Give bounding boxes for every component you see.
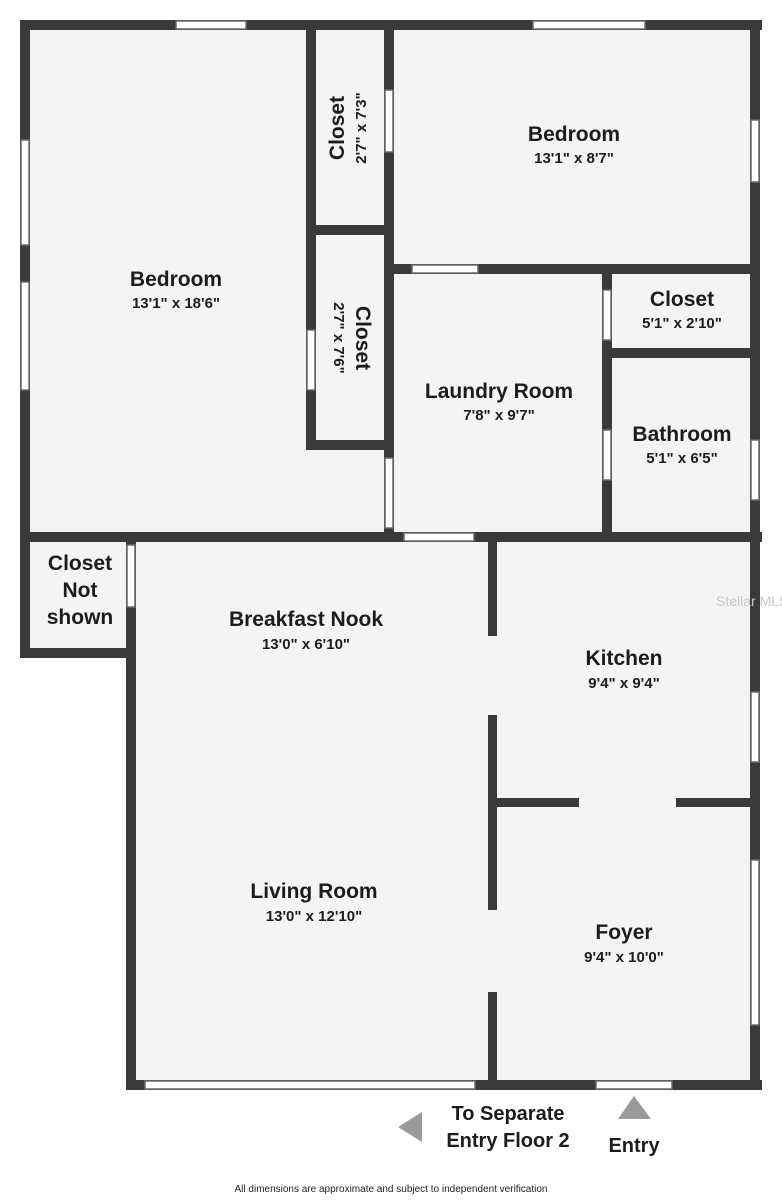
room-name: Kitchen [585, 647, 662, 670]
room-closet-lower: Closet 2'7" x 7'6" [330, 302, 374, 373]
room-name: Breakfast Nook [229, 608, 383, 631]
room-dimensions: 5'1" x 6'5" [646, 450, 717, 467]
room-name: Bathroom [632, 423, 731, 446]
room-dimensions: 13'0" x 12'10" [266, 908, 362, 925]
room-name: Closet [326, 96, 349, 160]
room-foyer: Foyer 9'4" x 10'0" [584, 921, 664, 966]
room-dimensions: 13'0" x 6'10" [262, 636, 350, 653]
separate-entry-line1: To Separate [452, 1103, 565, 1125]
room-name: Closet [650, 288, 714, 311]
separate-entry-line2: Entry Floor 2 [446, 1130, 569, 1152]
room-bedroom-right: Bedroom 13'1" x 8'7" [528, 123, 620, 167]
room-dimensions: 9'4" x 9'4" [588, 675, 659, 692]
room-closet-not-shown: Closet Not shown [47, 552, 114, 629]
room-laundry: Laundry Room 7'8" x 9'7" [425, 380, 573, 424]
room-closet-upper: Closet 2'7" x 7'3" [326, 92, 370, 163]
separate-entry-label: To Separate Entry Floor 2 [398, 1103, 570, 1152]
windows [20, 20, 760, 1090]
room-living-room: Living Room 13'0" x 12'10" [250, 880, 377, 925]
room-name-line1: Closet [48, 552, 112, 575]
room-name: Closet [351, 306, 374, 370]
room-closet-right: Closet 5'1" x 2'10" [642, 288, 722, 332]
entry-text: Entry [608, 1135, 660, 1157]
room-bathroom: Bathroom 5'1" x 6'5" [632, 423, 731, 467]
room-dimensions: 2'7" x 7'3" [353, 92, 370, 163]
room-name: Bedroom [528, 123, 620, 146]
room-breakfast-nook: Breakfast Nook 13'0" x 6'10" [229, 608, 383, 653]
watermark: Stellar MLS [716, 593, 782, 609]
room-dimensions: 7'8" x 9'7" [463, 407, 534, 424]
room-name: Living Room [250, 880, 377, 903]
footer-disclaimer: All dimensions are approximate and subje… [235, 1184, 548, 1195]
room-name: Foyer [595, 921, 652, 944]
arrow-up-icon [618, 1096, 651, 1119]
room-dimensions: 5'1" x 2'10" [642, 315, 722, 332]
room-name: Bedroom [130, 268, 222, 291]
room-dimensions: 13'1" x 8'7" [534, 150, 614, 167]
room-name-line3: shown [47, 606, 114, 629]
room-name: Laundry Room [425, 380, 573, 403]
arrow-left-icon [398, 1112, 422, 1142]
entry-label: Entry [608, 1096, 660, 1157]
room-kitchen: Kitchen 9'4" x 9'4" [585, 647, 662, 692]
room-dimensions: 2'7" x 7'6" [330, 302, 347, 373]
room-dimensions: 13'1" x 18'6" [132, 295, 220, 312]
walls [20, 20, 762, 1090]
room-dimensions: 9'4" x 10'0" [584, 949, 664, 966]
room-bedroom-left: Bedroom 13'1" x 18'6" [130, 268, 222, 312]
room-name-line2: Not [63, 579, 98, 602]
